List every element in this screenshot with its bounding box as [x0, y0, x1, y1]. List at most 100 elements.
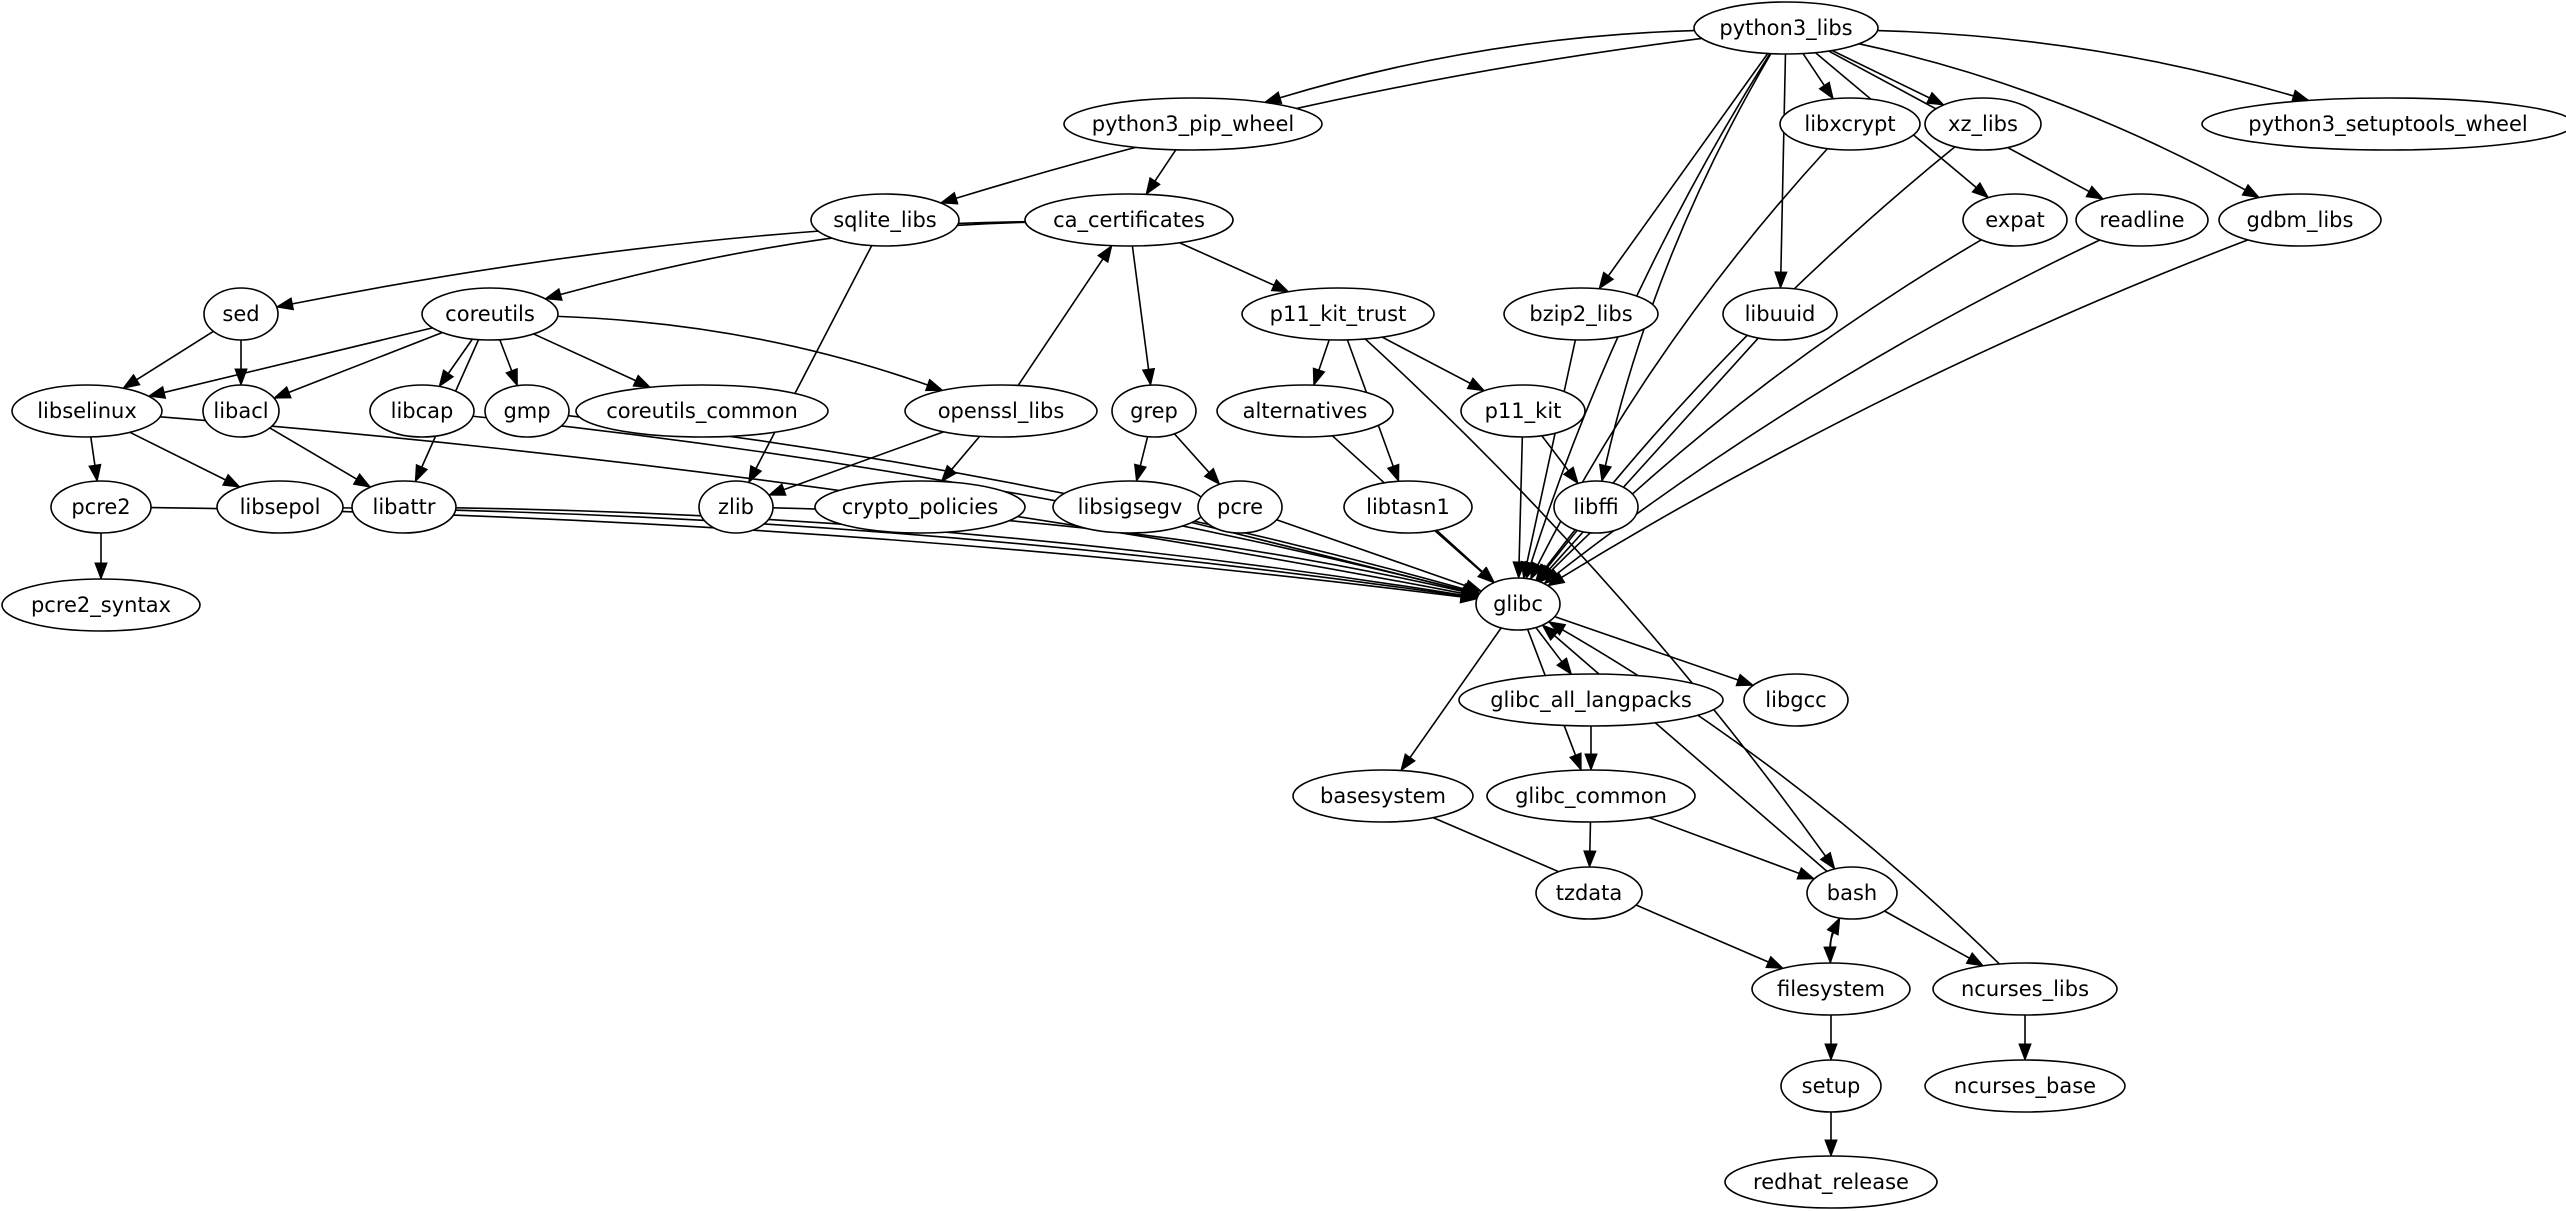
node-libsigsegv[interactable]: libsigsegv: [1052, 480, 1208, 534]
arrowhead-icon: [121, 373, 141, 389]
node-libsepol[interactable]: libsepol: [216, 480, 344, 534]
node-label: ncurses_base: [1954, 1074, 2096, 1099]
node-shape: [2201, 97, 2566, 151]
node-filesystem[interactable]: filesystem: [1751, 962, 1911, 1016]
node-shape: [904, 384, 1098, 438]
edge-line: [269, 427, 357, 480]
node-label: gdbm_libs: [2247, 208, 2354, 233]
arrowhead-icon: [924, 378, 945, 392]
arrowhead-icon: [1765, 955, 1785, 969]
node-glibc_common[interactable]: glibc_common: [1486, 769, 1696, 823]
node-setup[interactable]: setup: [1780, 1059, 1882, 1113]
node-libselinux[interactable]: libselinux: [11, 384, 163, 438]
arrowhead-icon: [2085, 185, 2105, 200]
edge-line: [1173, 433, 1210, 473]
edge-grep-to-pcre: [1173, 433, 1221, 486]
edge-line: [1884, 910, 1970, 959]
arrowhead-icon: [1569, 752, 1582, 772]
edge-libselinux-to-pcre2: [88, 436, 102, 483]
arrowhead-icon: [147, 385, 167, 399]
node-shape: [1475, 577, 1561, 631]
node-shape: [1932, 962, 2118, 1016]
node-gdbm_libs[interactable]: gdbm_libs: [2218, 193, 2382, 247]
node-basesystem[interactable]: basesystem: [1292, 769, 1474, 823]
edge-openssl_libs-to-zlib: [767, 431, 944, 496]
node-label: sed: [222, 302, 259, 326]
node-libgcc[interactable]: libgcc: [1743, 673, 1849, 727]
edge-p11_kit-to-glibc: [1512, 436, 1526, 580]
node-shape: [1751, 962, 1911, 1016]
node-libacl[interactable]: libacl: [202, 384, 280, 438]
node-zlib[interactable]: zlib: [698, 480, 774, 534]
node-glibc[interactable]: glibc: [1475, 577, 1561, 631]
node-crypto_policies[interactable]: crypto_policies: [814, 480, 1026, 534]
edge-line: [1154, 149, 1177, 182]
edge-glibc_common-to-tzdata: [1583, 821, 1597, 869]
node-openssl_libs[interactable]: openssl_libs: [904, 384, 1098, 438]
node-expat[interactable]: expat: [1962, 193, 2068, 247]
node-ncurses_libs[interactable]: ncurses_libs: [1932, 962, 2118, 1016]
node-pcre[interactable]: pcre: [1197, 480, 1283, 534]
node-pcre2_syntax[interactable]: pcre2_syntax: [1, 578, 201, 632]
node-shape: [50, 480, 152, 534]
node-pcre2[interactable]: pcre2: [50, 480, 152, 534]
node-python3_pip_wheel[interactable]: python3_pip_wheel: [1063, 97, 1323, 151]
edge-coreutils-to-coreutils_common: [533, 333, 652, 388]
node-libtasn1[interactable]: libtasn1: [1343, 480, 1473, 534]
arrowhead-icon: [1826, 916, 1841, 936]
node-alternatives[interactable]: alternatives: [1216, 384, 1394, 438]
node-libffi[interactable]: libffi: [1553, 480, 1639, 534]
edge-line: [1434, 530, 1483, 573]
node-shape: [1806, 866, 1898, 920]
node-coreutils[interactable]: coreutils: [421, 287, 559, 341]
node-tzdata[interactable]: tzdata: [1535, 866, 1643, 920]
node-shape: [1535, 866, 1643, 920]
node-grep[interactable]: grep: [1111, 384, 1197, 438]
node-label: p11_kit: [1485, 399, 1562, 424]
node-python3_setuptools_wheel[interactable]: python3_setuptools_wheel: [2201, 97, 2566, 151]
edge-python3_libs-to-gdbm_libs: [1858, 43, 2261, 199]
node-label: coreutils_common: [606, 399, 798, 424]
node-sed[interactable]: sed: [203, 287, 279, 341]
edge-setup-to-redhat_release: [1824, 1112, 1838, 1158]
node-gmp[interactable]: gmp: [484, 384, 570, 438]
arrowhead-icon: [1141, 367, 1156, 387]
node-p11_kit_trust[interactable]: p11_kit_trust: [1241, 287, 1435, 341]
node-libcap[interactable]: libcap: [369, 384, 475, 438]
node-xz_libs[interactable]: xz_libs: [1924, 97, 2042, 151]
node-libuuid[interactable]: libuuid: [1722, 287, 1838, 341]
edge-line: [955, 37, 1702, 200]
edge-glibc-to-basesystem: [1400, 627, 1502, 772]
node-libxcrypt[interactable]: libxcrypt: [1779, 97, 1921, 151]
node-label: gmp: [503, 399, 550, 423]
node-redhat_release[interactable]: redhat_release: [1724, 1155, 1938, 1209]
node-ca_certificates[interactable]: ca_certificates: [1024, 193, 1234, 247]
edge-filesystem-to-bash: [1826, 916, 1841, 964]
node-bash[interactable]: bash: [1806, 866, 1898, 920]
edge-line: [160, 415, 1463, 595]
edge-line: [1526, 339, 1577, 563]
edge-line: [1562, 629, 2001, 965]
node-p11_kit[interactable]: p11_kit: [1460, 384, 1586, 438]
node-coreutils_common[interactable]: coreutils_common: [575, 384, 829, 438]
edge-ncurses_libs-to-ncurses_base: [2018, 1014, 2032, 1062]
arrowhead-icon: [1584, 753, 1598, 772]
node-ncurses_base[interactable]: ncurses_base: [1924, 1059, 2126, 1113]
edge-sed-to-libselinux: [121, 330, 214, 389]
node-label: p11_kit_trust: [1270, 302, 1407, 327]
node-glibc_all_langpacks[interactable]: glibc_all_langpacks: [1458, 673, 1724, 727]
node-label: python3_libs: [1719, 16, 1852, 41]
node-readline[interactable]: readline: [2075, 193, 2209, 247]
node-libattr[interactable]: libattr: [351, 480, 457, 534]
edge-line: [557, 315, 928, 386]
edge-line: [1829, 932, 1834, 964]
node-label: python3_setuptools_wheel: [2248, 112, 2527, 137]
edge-ca_certificates-to-p11_kit_trust: [1179, 241, 1290, 293]
edge-coreutils-to-libcap: [438, 338, 474, 388]
node-sqlite_libs[interactable]: sqlite_libs: [810, 193, 960, 247]
node-python3_libs[interactable]: python3_libs: [1693, 1, 1879, 55]
node-shape: [1924, 97, 2042, 151]
arrowhead-icon: [1796, 866, 1816, 880]
node-bzip2_libs[interactable]: bzip2_libs: [1503, 287, 1659, 341]
edge-line: [1554, 615, 1739, 681]
